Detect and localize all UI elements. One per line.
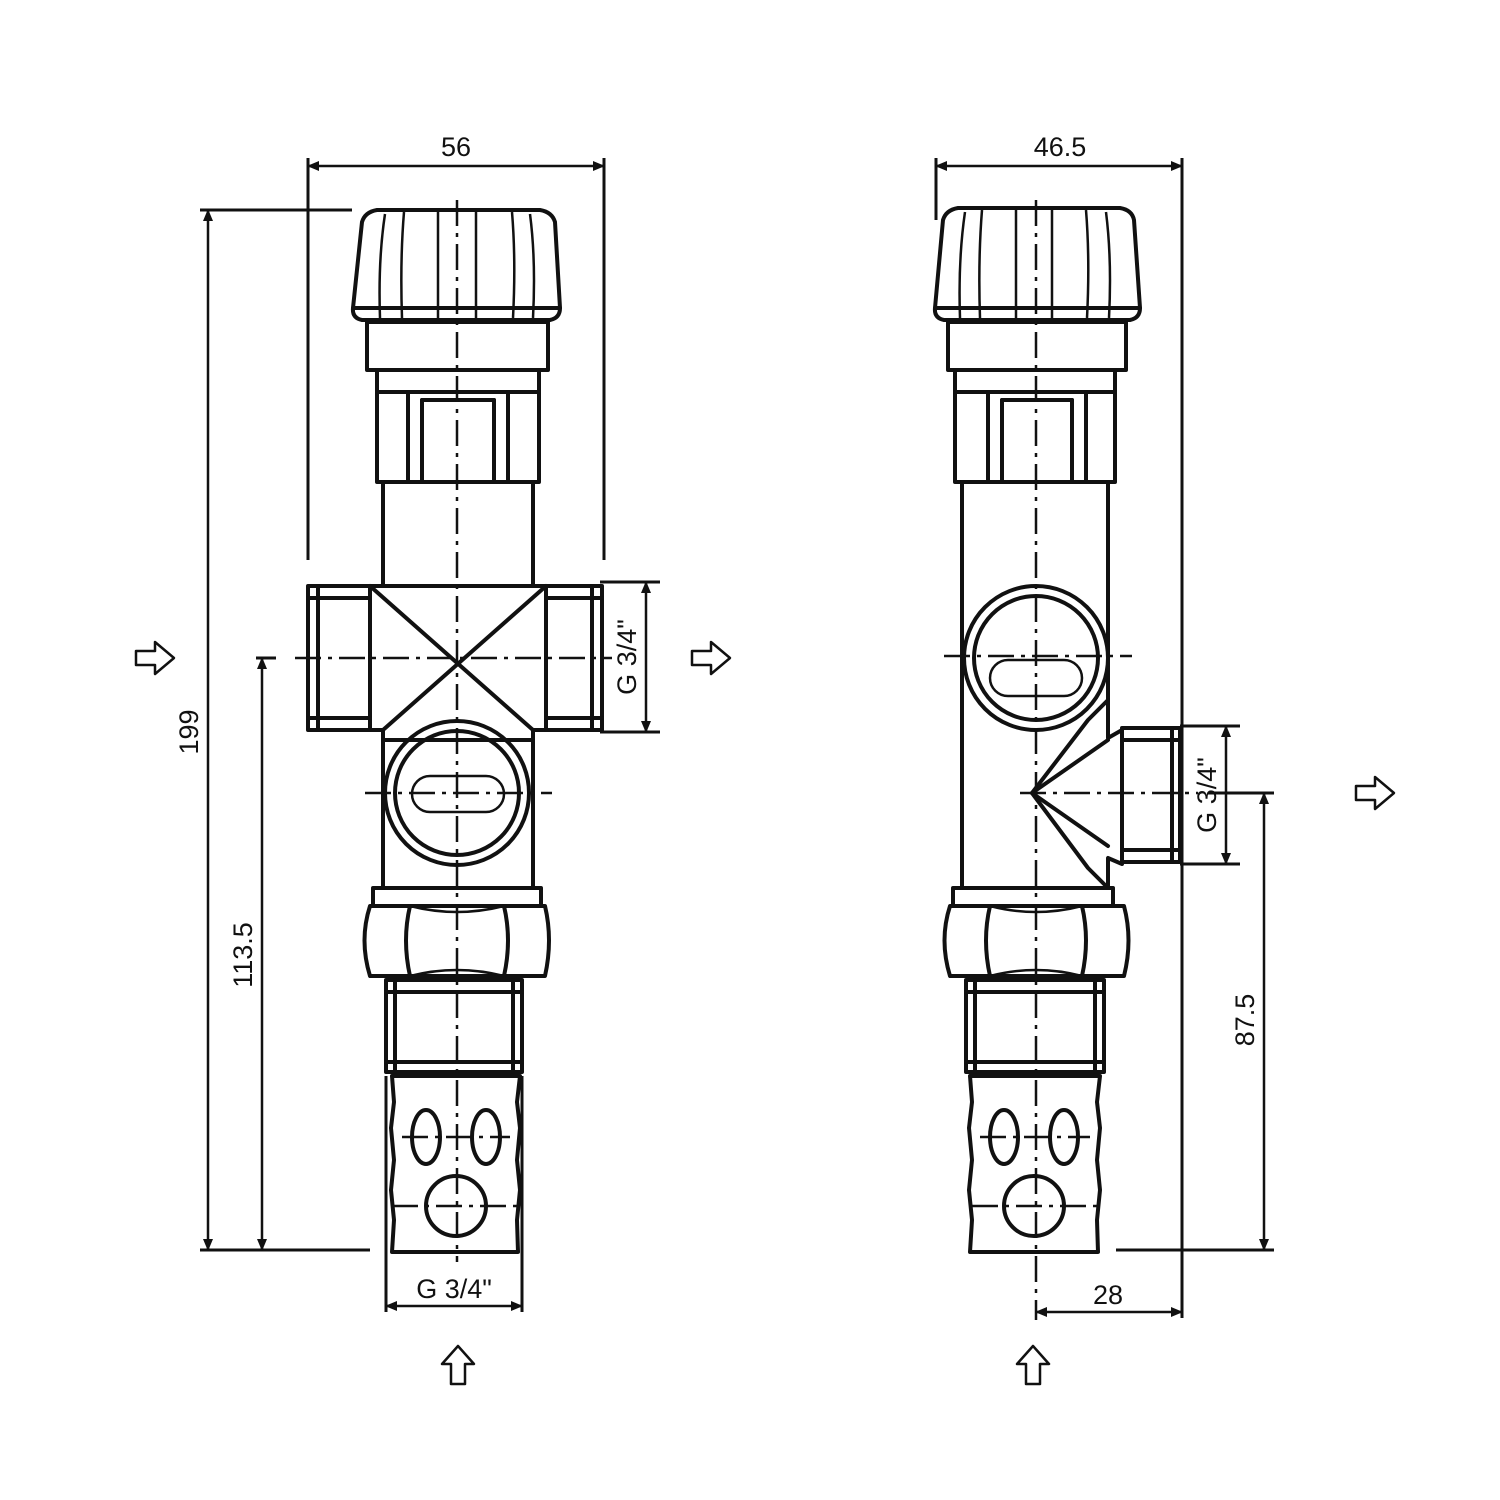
side-view: 46.5 G 3/4" 87.5 28 — [932, 132, 1396, 1386]
side-port-thread-label: G 3/4" — [1192, 757, 1222, 833]
front-cross-tee — [306, 584, 604, 742]
side-knob — [932, 206, 1142, 372]
front-strainer — [389, 1074, 522, 1254]
front-threaded-tail — [384, 978, 524, 1074]
flow-direction-arrow-icon — [134, 640, 176, 676]
flow-direction-arrow-icon — [690, 640, 732, 676]
flow-direction-arrow-icon — [1015, 1344, 1051, 1386]
side-strainer — [967, 1074, 1102, 1254]
front-overall-height-label: 199 — [174, 709, 204, 754]
front-width-label: 56 — [441, 132, 471, 162]
side-width-label: 46.5 — [1034, 132, 1087, 162]
front-side-port-thread-label: G 3/4" — [612, 619, 642, 695]
flow-direction-arrow-icon — [1354, 775, 1396, 811]
front-view: 56 199 113.5 G 3/4" G 3/4" — [134, 132, 732, 1386]
side-offset-label: 28 — [1093, 1280, 1123, 1310]
front-outlet-height-label: 113.5 — [228, 922, 258, 988]
side-port-height-label: 87.5 — [1230, 994, 1260, 1047]
flow-direction-arrow-icon — [440, 1344, 476, 1386]
front-bottom-port-thread-label: G 3/4" — [416, 1274, 492, 1304]
